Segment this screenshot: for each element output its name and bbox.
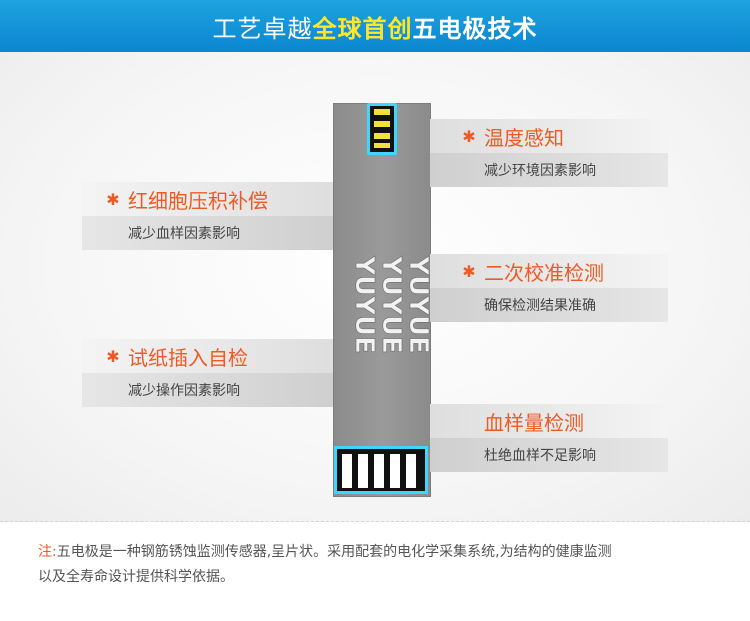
page-header: 工艺卓越 全球首创 五电极技术 xyxy=(0,0,750,52)
feature-title: 血样量检测 xyxy=(484,410,584,435)
feature-desc: 确保检测结果准确 xyxy=(484,298,596,314)
feature-title: 二次校准检测 xyxy=(484,260,604,285)
feature-title: 试纸插入自检 xyxy=(128,345,248,370)
strip-bottom-contacts xyxy=(334,446,428,494)
asterisk-icon: ✱ xyxy=(106,346,120,366)
brand-text-1: YUYUE xyxy=(349,255,379,354)
strip-brand-marks: YUYUE YUYUE YUYUE xyxy=(349,255,430,354)
header-title-part1: 工艺卓越 xyxy=(212,14,313,43)
feature-desc: 杜绝血样不足影响 xyxy=(484,448,596,464)
footnote-line1: 五电极是一种钢筋锈蚀监测传感器,呈片状。采用配套的电化学采集系统,为结构的健康监… xyxy=(56,544,612,560)
feature-title: 温度感知 xyxy=(484,125,564,150)
footnote-label: 注: xyxy=(38,544,57,560)
brand-text-2: YUYUE xyxy=(376,255,406,354)
feature-desc: 减少操作因素影响 xyxy=(128,383,240,399)
section-divider xyxy=(0,521,750,522)
feature-card-hematocrit: ✱ 红细胞压积补偿 减少血样因素影响 xyxy=(82,182,333,250)
feature-desc: 减少环境因素影响 xyxy=(484,163,596,179)
feature-card-insertion-check: ✱ 试纸插入自检 减少操作因素影响 xyxy=(82,339,333,407)
feature-card-temperature: ✱ 温度感知 减少环境因素影响 xyxy=(430,119,668,187)
strip-top-electrodes xyxy=(367,103,397,155)
asterisk-icon: ✱ xyxy=(106,189,120,209)
test-strip xyxy=(333,103,431,497)
footnote-line2: 以及全寿命设计提供科学依据。 xyxy=(38,569,234,585)
header-title-highlight: 全球首创 xyxy=(312,14,413,43)
footnote: 注:五电极是一种钢筋锈蚀监测传感器,呈片状。采用配套的电化学采集系统,为结构的健… xyxy=(38,540,728,590)
asterisk-icon: ✱ xyxy=(462,126,476,146)
feature-desc: 减少血样因素影响 xyxy=(128,226,240,242)
asterisk-icon: ✱ xyxy=(462,261,476,281)
header-title-part2: 五电极技术 xyxy=(412,14,538,43)
brand-text-3: YUYUE xyxy=(403,255,430,354)
feature-card-recalibration: ✱ 二次校准检测 确保检测结果准确 xyxy=(430,254,668,322)
feature-card-sample-volume: 血样量检测 杜绝血样不足影响 xyxy=(430,404,668,472)
feature-title: 红细胞压积补偿 xyxy=(128,188,268,213)
